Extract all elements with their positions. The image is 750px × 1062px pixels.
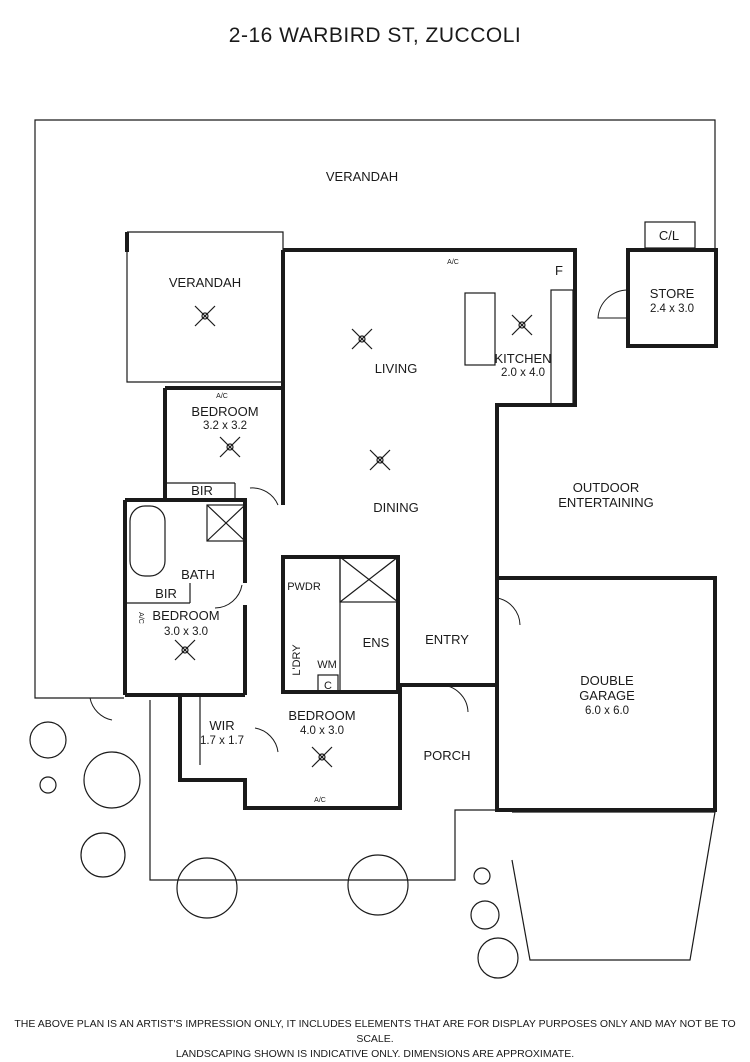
kitchen-island (464, 292, 496, 366)
label-kitchen: KITCHEN (494, 351, 551, 366)
label-pwdr: PWDR (287, 581, 321, 593)
ac-bedroom-2: A/C (137, 612, 144, 624)
wall-bath (125, 498, 247, 583)
ceiling-fan-icon (369, 449, 391, 471)
label-bedroom-1-dim: 3.2 x 3.2 (203, 420, 247, 432)
bathtub (129, 505, 166, 577)
verandah-outline (34, 119, 716, 699)
label-entertaining: ENTERTAINING (558, 495, 654, 510)
plan-title: 2-16 WARBIRD ST, ZUCCOLI (228, 24, 522, 47)
label-bedroom-1: BEDROOM (191, 404, 258, 419)
wall-south (125, 683, 499, 810)
label-c: C (324, 680, 332, 692)
label-porch: PORCH (424, 748, 471, 763)
ceiling-fan-icon (311, 746, 333, 768)
label-garage-dim: 6.0 x 6.0 (585, 705, 629, 717)
garage-walls (495, 576, 717, 812)
entry-door (439, 684, 469, 713)
driveway (511, 811, 716, 961)
label-bedroom-main: BEDROOM (288, 708, 355, 723)
label-dining: DINING (373, 500, 419, 515)
bath-shower (206, 504, 246, 542)
kitchen-bench (550, 289, 574, 406)
ceiling-fan-icon (219, 436, 241, 458)
bed2-door (214, 584, 243, 609)
label-cl: C/L (659, 228, 679, 243)
label-ens: ENS (363, 635, 390, 650)
label-bedroom-2-dim: 3.0 x 3.0 (164, 626, 208, 638)
label-garage: GARAGE (579, 688, 635, 703)
label-fridge: F (555, 263, 563, 278)
ac-living: A/C (447, 259, 459, 266)
shrub-icon (29, 721, 519, 979)
ceiling-fan-icon (351, 328, 373, 350)
store-walls (626, 248, 718, 348)
label-wir-dim: 1.7 x 1.7 (200, 735, 244, 747)
ceiling-fan-icon (174, 639, 196, 661)
porch-boundary (149, 700, 497, 881)
label-double: DOUBLE (580, 673, 634, 688)
label-ldry: L'DRY (291, 644, 303, 676)
ceiling-fan-icon (194, 305, 216, 327)
ac-bedroom-main: A/C (314, 797, 326, 804)
label-wm: WM (317, 659, 337, 671)
bedmain-door (254, 727, 279, 753)
label-verandah-main: VERANDAH (326, 169, 398, 184)
ac-bedroom-1: A/C (216, 393, 228, 400)
label-verandah-side: VERANDAH (169, 275, 241, 290)
label-store-dim: 2.4 x 3.0 (650, 303, 694, 315)
label-entry: ENTRY (425, 632, 469, 647)
label-store: STORE (650, 286, 695, 301)
disclaimer-line-2: LANDSCAPING SHOWN IS INDICATIVE ONLY. DI… (175, 1048, 575, 1060)
side-verandah (126, 231, 284, 383)
label-wir: WIR (209, 718, 234, 733)
label-living: LIVING (375, 361, 418, 376)
ceiling-fan-icon (511, 314, 533, 336)
disclaimer: THE ABOVE PLAN IS AN ARTIST'S IMPRESSION… (0, 1017, 750, 1062)
store-door (597, 289, 629, 319)
label-bedroom-main-dim: 4.0 x 3.0 (300, 725, 344, 737)
label-bath: BATH (181, 567, 215, 582)
label-bir-1: BIR (191, 483, 213, 498)
cupboard (317, 674, 339, 693)
side-door (89, 697, 113, 721)
label-outdoor: OUTDOOR (573, 480, 639, 495)
label-bir-2: BIR (155, 586, 177, 601)
bed1-door (249, 487, 279, 506)
garage-door (496, 597, 521, 626)
disclaimer-line-1: THE ABOVE PLAN IS AN ARTIST'S IMPRESSION… (14, 1018, 736, 1045)
shower (339, 556, 399, 603)
label-bedroom-2: BEDROOM (152, 608, 219, 623)
label-kitchen-dim: 2.0 x 4.0 (501, 367, 545, 379)
